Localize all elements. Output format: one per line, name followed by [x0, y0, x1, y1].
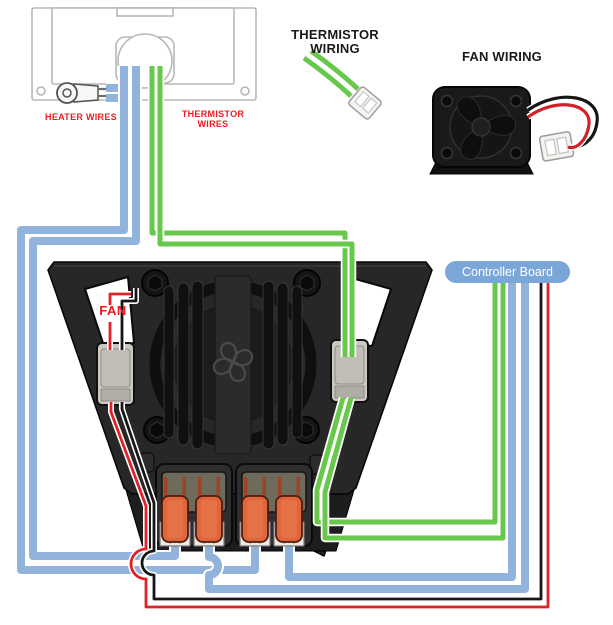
fan-inset-wires	[526, 94, 601, 151]
wago-connectors	[159, 495, 305, 547]
thermistor-wiring-title: THERMISTOR WIRING	[291, 27, 379, 57]
heater-wires	[15, 66, 531, 595]
controller-board-badge: Controller Board	[445, 261, 570, 283]
wago-lever	[159, 495, 191, 547]
fan-socket	[96, 342, 135, 406]
wago-lever	[273, 495, 305, 547]
thermistor-connector-icon	[348, 86, 382, 120]
heatsink-fins	[163, 280, 303, 450]
printhead-outline	[31, 7, 257, 101]
fan-wires	[107, 281, 551, 610]
fan-wiring-title: FAN WIRING	[462, 49, 542, 64]
fan-connector-icon	[538, 131, 575, 162]
fan-photo-icon	[429, 86, 601, 175]
controller-board-label: Controller Board	[461, 265, 553, 279]
thermistor-wires-label: THERMISTOR WIRES	[181, 109, 245, 129]
thermistor-wires	[147, 47, 508, 543]
wago-lever	[193, 495, 225, 547]
heatsink-assembly	[47, 261, 433, 557]
fan-logo-icon	[212, 341, 254, 383]
wago-lever	[239, 495, 271, 547]
fan-label: FAN	[99, 303, 127, 318]
heater-wires-label: HEATER WIRES	[45, 112, 117, 122]
